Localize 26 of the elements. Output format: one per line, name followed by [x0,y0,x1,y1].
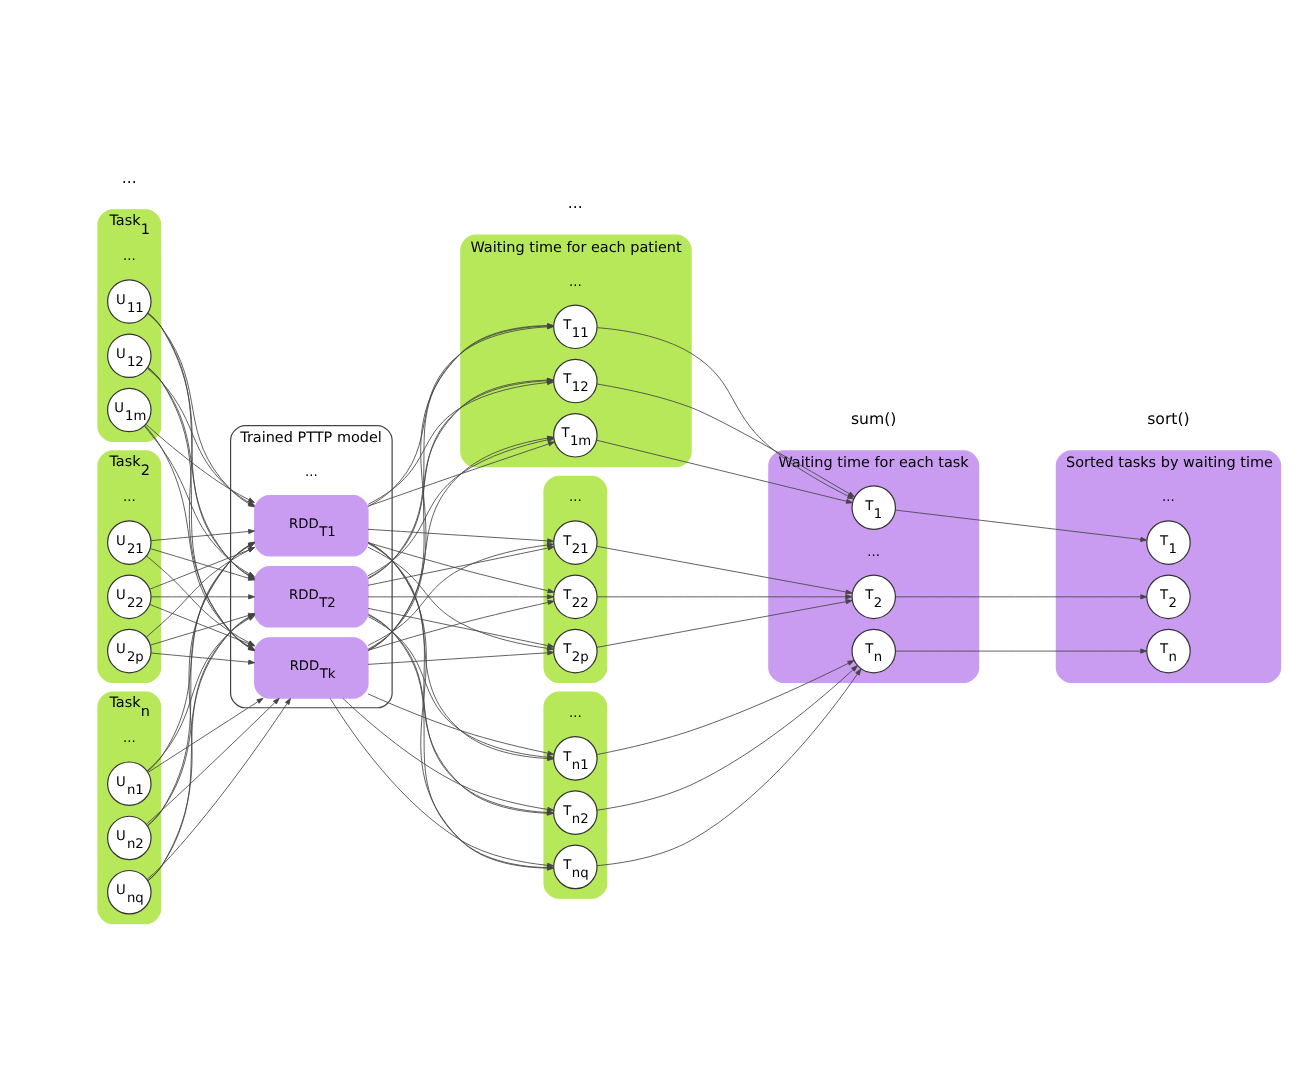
arrow [895,594,1148,600]
arrow [150,652,256,665]
arrow [895,509,1148,542]
arrow [150,528,256,542]
arrow [596,599,853,648]
arrow [596,383,855,498]
arrow [596,545,853,595]
arrow [150,594,256,600]
arrow [596,660,855,755]
arrow [895,648,1148,654]
arrow [367,441,555,507]
arrow [596,668,862,867]
arrow [145,697,280,825]
arrow [367,545,555,586]
arrow [145,423,255,503]
arrow [367,542,555,594]
arrow [596,594,853,600]
arrow [367,594,554,600]
arrow [596,439,853,504]
arrow [596,327,855,500]
arrow [147,697,264,773]
arrow [367,650,555,665]
arrow [596,665,858,811]
arrow [367,693,555,756]
arrow [146,698,291,880]
arrow [367,528,555,544]
